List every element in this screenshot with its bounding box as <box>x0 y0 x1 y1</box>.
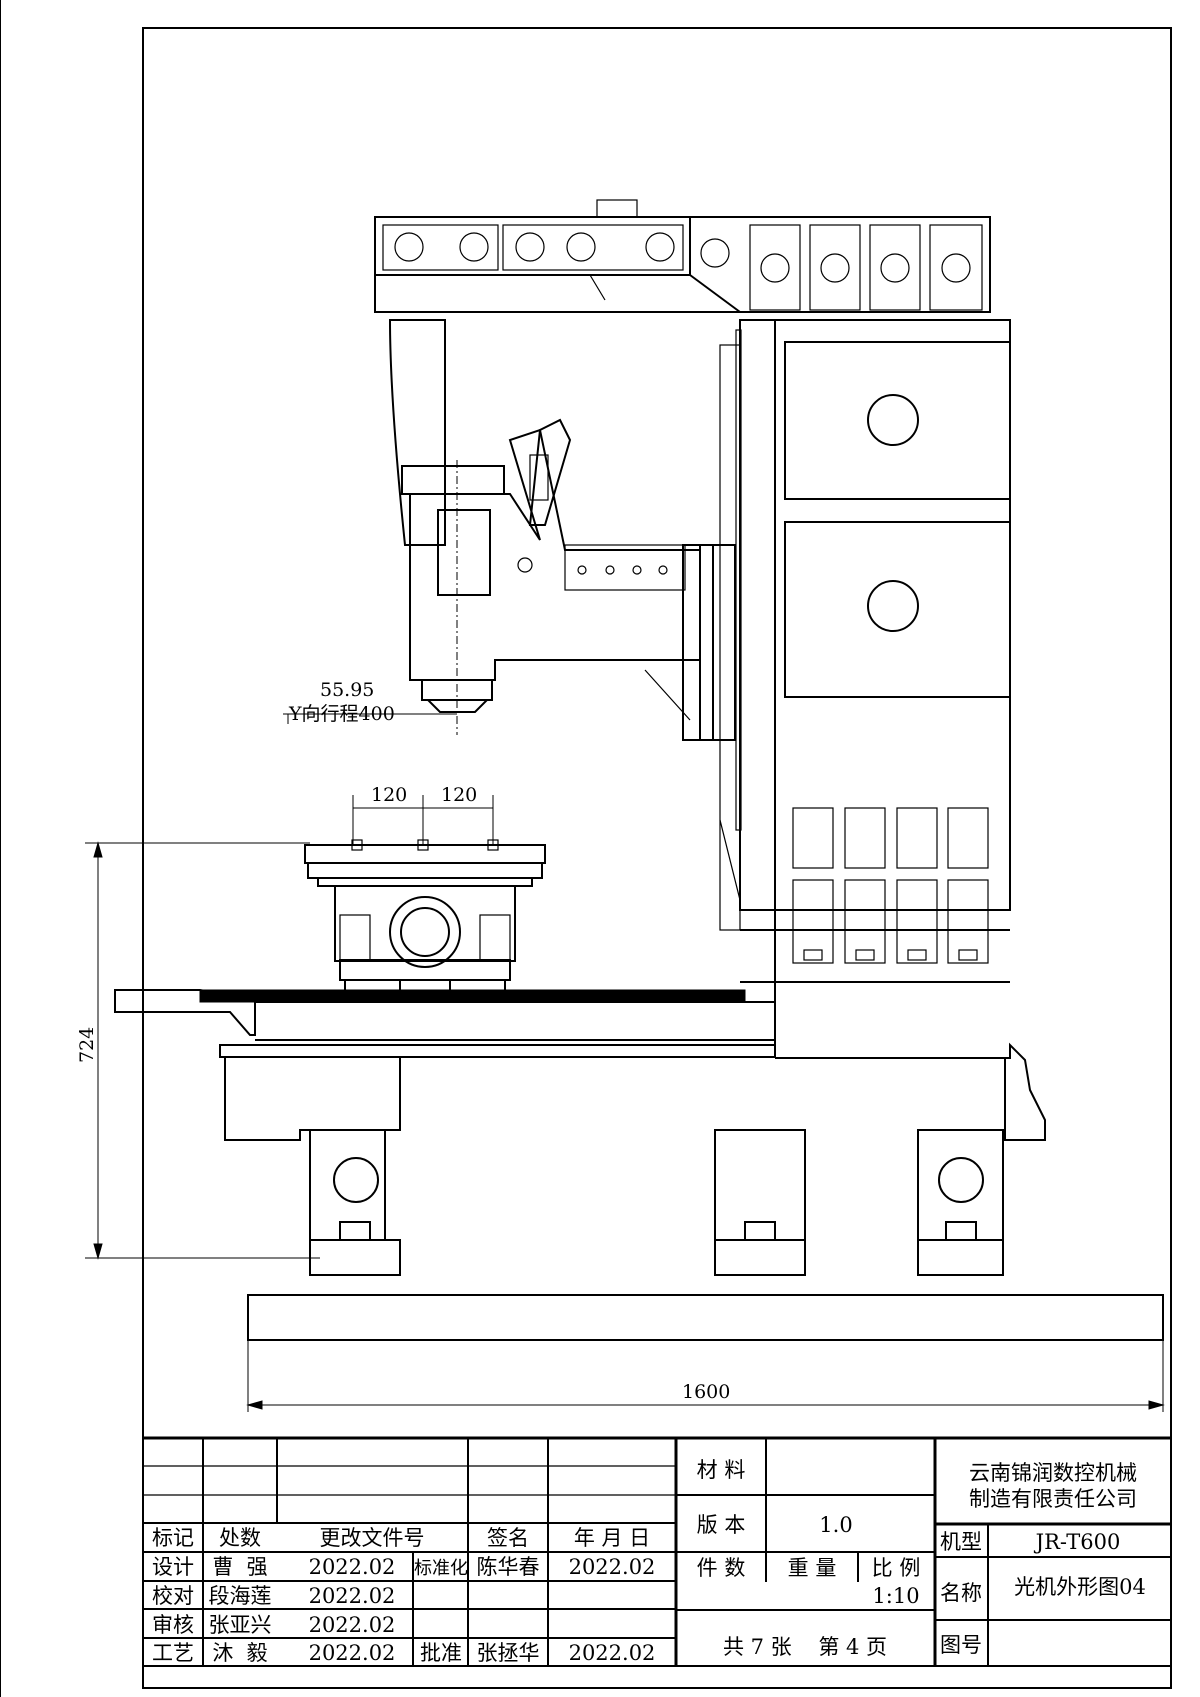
title-block-grid <box>143 1436 1171 1667</box>
scale-label: 比 例 <box>872 1556 921 1580</box>
model-value: JR-T600 <box>1034 1530 1121 1554</box>
standard-label: 标准化 <box>414 1558 468 1579</box>
drawing-frame <box>142 27 1172 1689</box>
rev-header-count: 处数 <box>219 1526 261 1550</box>
dim-right-span-text: 120 <box>441 784 477 806</box>
name-value: 光机外形图04 <box>1014 1575 1146 1599</box>
check-name: 段海莲 <box>209 1584 272 1608</box>
material-label: 材 料 <box>697 1458 746 1482</box>
dim-left-span-text: 120 <box>371 784 407 806</box>
review-date: 2022.02 <box>309 1613 396 1637</box>
rev-header-sign: 签名 <box>487 1526 529 1550</box>
version-value: 1.0 <box>819 1513 852 1537</box>
drawing-no-label: 图号 <box>940 1633 982 1657</box>
rev-header-mark: 标记 <box>152 1526 194 1550</box>
pieces-label: 件 数 <box>697 1556 746 1580</box>
approve-date: 2022.02 <box>569 1641 656 1665</box>
standard-date: 2022.02 <box>569 1555 656 1579</box>
dim-y-travel-text: Y向行程400 <box>288 703 395 725</box>
sheet-info: 共 7 张 第 4 页 <box>723 1635 887 1659</box>
rev-header-date: 年 月 日 <box>574 1526 650 1550</box>
design-name: 曹 强 <box>212 1555 267 1579</box>
review-name: 张亚兴 <box>209 1613 272 1637</box>
dim-height-text: 724 <box>76 1027 98 1063</box>
scale-value: 1:10 <box>872 1584 919 1608</box>
standard-name: 陈华春 <box>477 1555 540 1579</box>
machine-outline <box>114 199 1164 1341</box>
process-name: 沐 毅 <box>212 1641 267 1665</box>
design-label: 设计 <box>152 1555 194 1579</box>
approve-name: 张拯华 <box>477 1641 540 1665</box>
check-date: 2022.02 <box>309 1584 396 1608</box>
company-name-line2: 制造有限责任公司 <box>969 1487 1137 1511</box>
process-date: 2022.02 <box>309 1641 396 1665</box>
rev-header-doc: 更改文件号 <box>320 1526 425 1550</box>
dim-width-text: 1600 <box>682 1381 730 1403</box>
check-label: 校对 <box>152 1584 194 1608</box>
dimension-lines <box>85 713 1165 1412</box>
dim-offset-text: 55.95 <box>320 679 374 701</box>
review-label: 审核 <box>152 1613 194 1637</box>
company-name-line1: 云南锦润数控机械 <box>969 1461 1137 1485</box>
weight-label: 重 量 <box>788 1556 837 1580</box>
design-date: 2022.02 <box>309 1555 396 1579</box>
name-label: 名称 <box>940 1581 982 1605</box>
version-label: 版 本 <box>697 1513 746 1537</box>
model-label: 机型 <box>940 1530 982 1554</box>
approve-label: 批准 <box>420 1641 462 1665</box>
process-label: 工艺 <box>152 1641 194 1665</box>
